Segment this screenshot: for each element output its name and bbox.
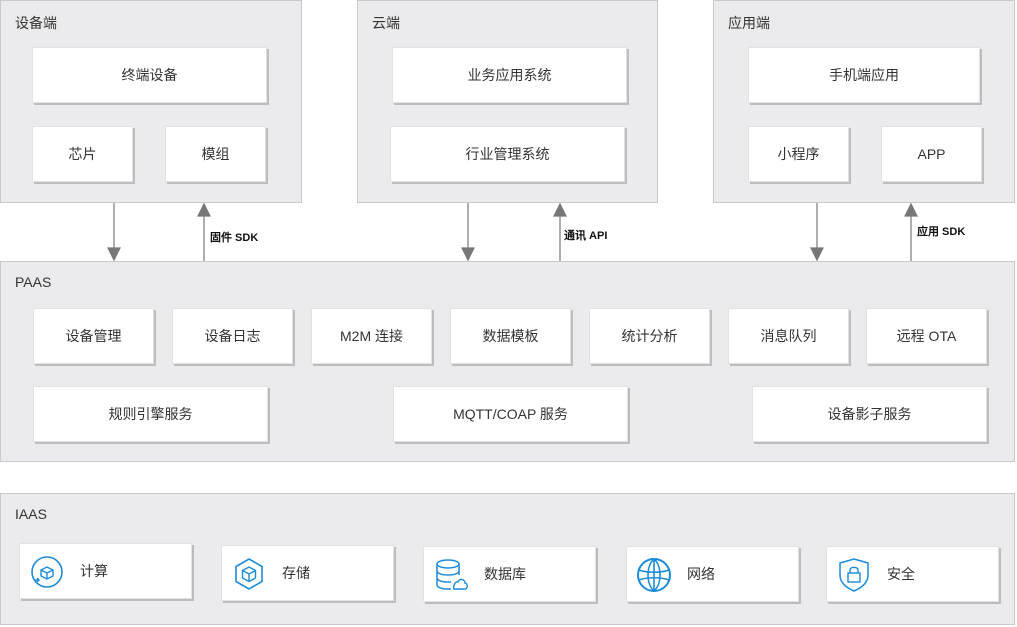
cloud-up-arrow-head <box>553 202 567 217</box>
device-up-arrow-head <box>197 202 211 217</box>
network-icon <box>637 557 671 593</box>
paas-rules-engine-box[interactable]: 规则引擎服务 <box>33 386 268 442</box>
comm-api-label: 通讯 API <box>564 230 608 242</box>
iaas-database-box[interactable]: 数据库 <box>423 546 596 602</box>
chip-box[interactable]: 芯片 <box>32 126 133 182</box>
app-box[interactable]: APP <box>881 126 982 182</box>
paas-data-template-box[interactable]: 数据模板 <box>450 308 571 364</box>
iaas-network-box[interactable]: 网络 <box>626 546 799 602</box>
iaas-storage-label: 存储 <box>282 565 310 581</box>
paas-message-queue-box[interactable]: 消息队列 <box>728 308 849 364</box>
cloud-down-arrow-head <box>461 247 475 262</box>
device-down-arrow-head <box>107 247 121 262</box>
cloud-panel-title: 云端 <box>372 15 400 31</box>
database-icon <box>436 559 468 590</box>
iaas-compute-box[interactable]: 计算 <box>19 543 192 599</box>
iaas-panel-title: IAAS <box>15 506 47 522</box>
iaas-security-label: 安全 <box>887 566 915 582</box>
device-panel: 设备端 终端设备 芯片 模组 <box>0 0 302 203</box>
terminal-device-box[interactable]: 终端设备 <box>32 47 267 103</box>
mobile-app-box[interactable]: 手机端应用 <box>748 47 980 103</box>
paas-panel-title: PAAS <box>15 274 52 290</box>
mini-program-box[interactable]: 小程序 <box>748 126 849 182</box>
paas-mqtt-coap-box[interactable]: MQTT/COAP 服务 <box>393 386 628 442</box>
app-down-arrow-head <box>810 247 824 262</box>
iaas-compute-label: 计算 <box>80 563 108 579</box>
paas-remote-ota-box[interactable]: 远程 OTA <box>866 308 987 364</box>
paas-device-log-box[interactable]: 设备日志 <box>172 308 293 364</box>
app-panel-title: 应用端 <box>728 15 770 31</box>
iaas-panel: IAAS 计算 存储 数据库 <box>0 493 1015 625</box>
business-app-system-box[interactable]: 业务应用系统 <box>392 47 627 103</box>
paas-statistics-box[interactable]: 统计分析 <box>589 308 710 364</box>
storage-icon <box>235 558 263 590</box>
device-panel-title: 设备端 <box>15 15 57 31</box>
app-sdk-label: 应用 SDK <box>917 226 966 238</box>
app-up-arrow-head <box>904 202 918 217</box>
firmware-sdk-label: 固件 SDK <box>210 232 259 244</box>
industry-management-system-box[interactable]: 行业管理系统 <box>390 126 625 182</box>
app-panel: 应用端 手机端应用 小程序 APP <box>713 0 1015 203</box>
paas-device-management-box[interactable]: 设备管理 <box>33 308 154 364</box>
iaas-security-box[interactable]: 安全 <box>826 546 999 602</box>
paas-device-shadow-box[interactable]: 设备影子服务 <box>752 386 987 442</box>
module-box[interactable]: 模组 <box>165 126 266 182</box>
paas-panel: PAAS 设备管理 设备日志 M2M 连接 数据模板 统计分析 消息队列 远程 … <box>0 261 1015 462</box>
security-icon <box>839 558 869 592</box>
cloud-panel: 云端 业务应用系统 行业管理系统 <box>357 0 658 203</box>
compute-icon <box>31 556 63 588</box>
iaas-database-label: 数据库 <box>484 566 526 582</box>
iaas-network-label: 网络 <box>687 566 715 582</box>
iaas-storage-box[interactable]: 存储 <box>221 545 394 601</box>
paas-m2m-connection-box[interactable]: M2M 连接 <box>311 308 432 364</box>
